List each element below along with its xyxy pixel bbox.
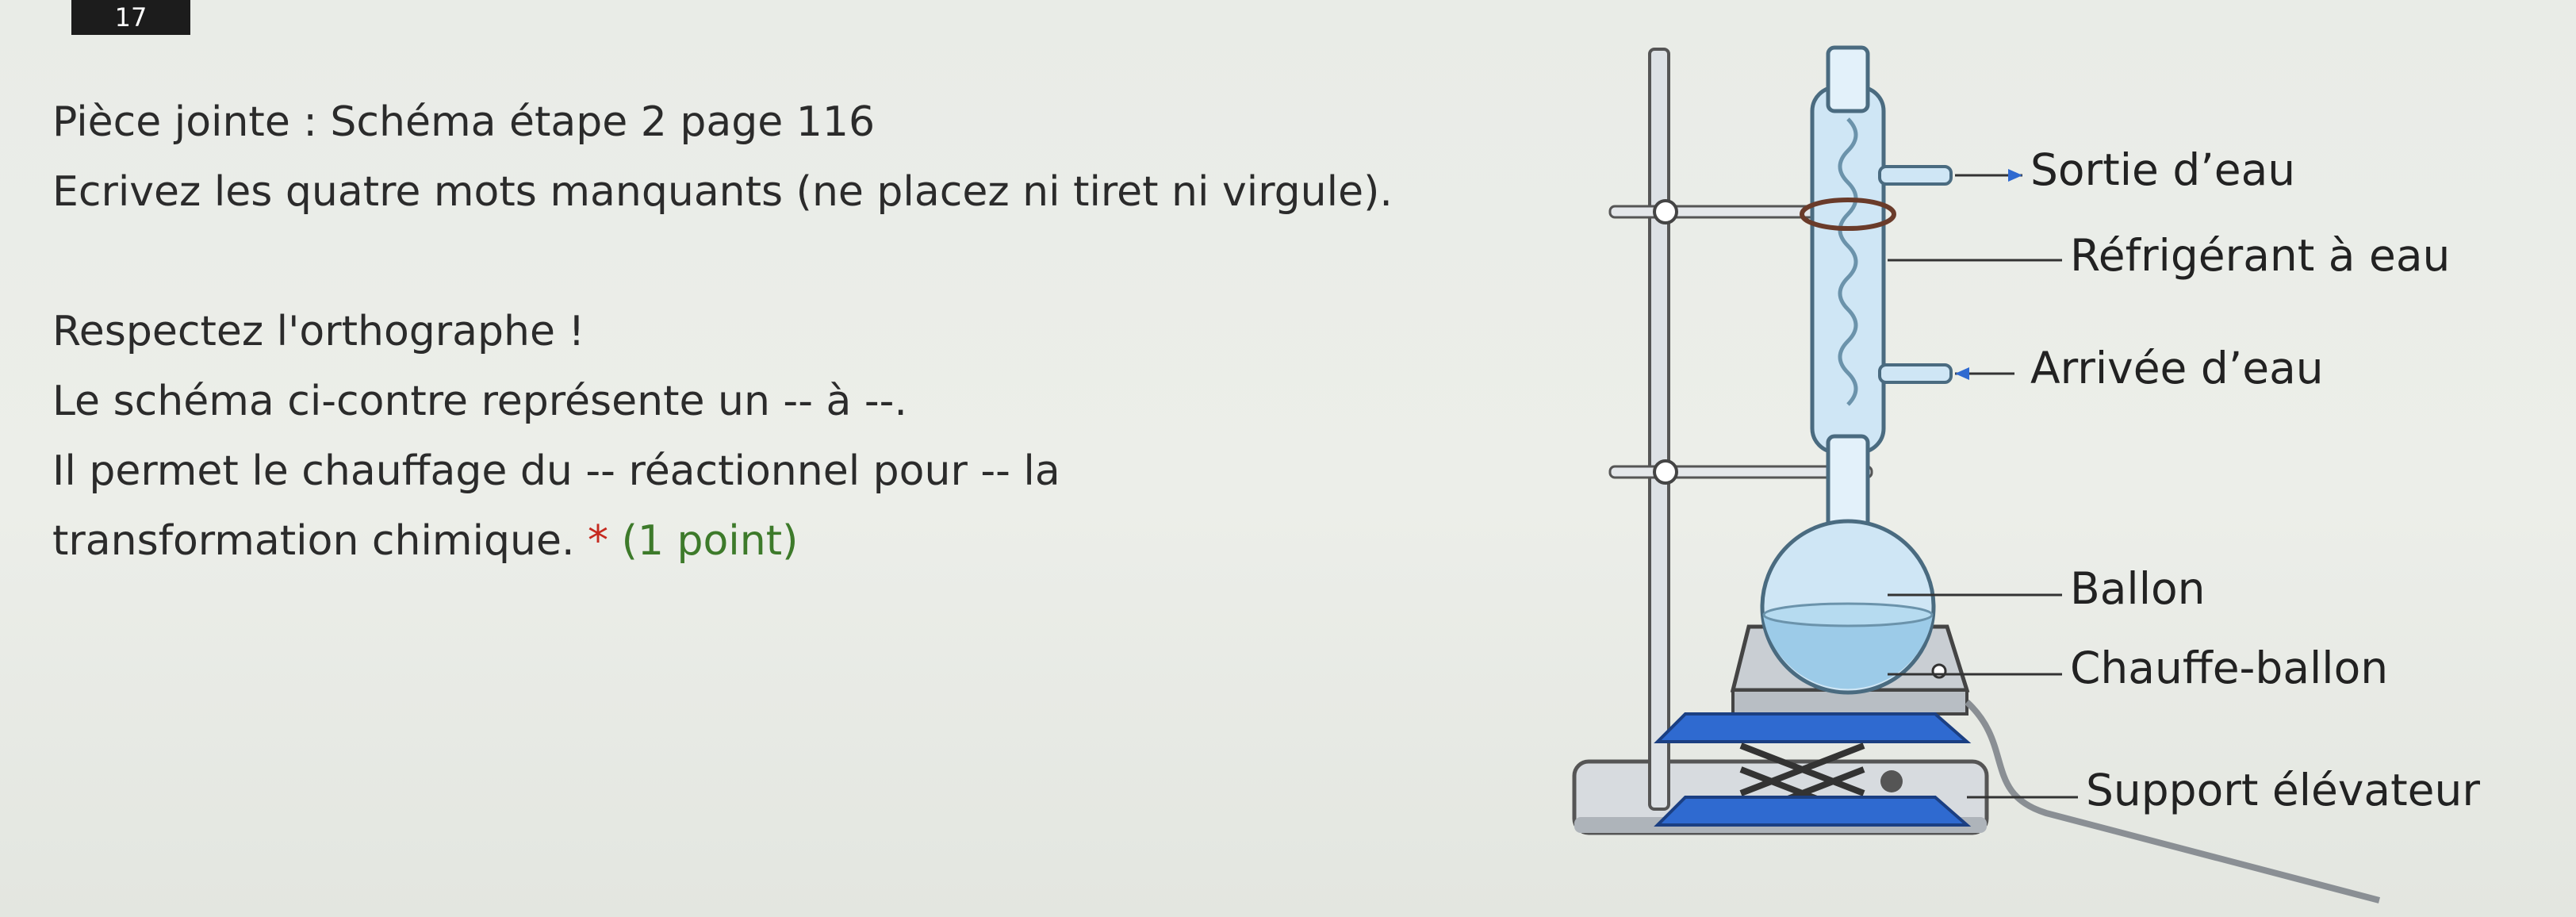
warning-text: Respectez l'orthographe ! [52,308,585,355]
arrow-water-out [2008,169,2022,182]
arrow-water-in [1955,367,1969,380]
label-water-out: Sortie d’eau [2030,144,2296,195]
top-clamp-knob [1653,199,1678,224]
sentence-two-block: Il permet le chauffage du -- réactionnel… [52,436,1321,576]
lab-jack-top-plate [1654,712,1972,743]
lab-jack-screw [1880,770,1903,792]
lab-jack-scissor [1739,742,1865,820]
condenser-jacket [1810,85,1886,455]
required-marker: * [588,517,609,565]
condenser-clamp-ring [1800,198,1896,231]
label-condenser: Réfrigérant à eau [2070,230,2451,281]
apparatus-illustration [1572,45,2381,904]
power-cord [1965,700,2381,904]
sentence-one: Le schéma ci-contre représente un -- à -… [52,378,907,425]
question-number-badge: 17 [71,0,190,35]
bottom-clamp-knob [1653,459,1678,485]
heater-knob [1931,663,1947,679]
condenser-top-tube [1826,45,1870,113]
liquid-surface [1762,602,1934,627]
label-lab-jack: Support élévateur [2086,765,2480,815]
points-label: (1 point) [621,517,799,565]
reflux-apparatus-diagram: Sortie d’eau Réfrigérant à eau Arrivée d… [1570,32,2570,912]
label-flask: Ballon [2070,563,2206,614]
top-clamp-arm [1608,205,1818,219]
stand-rod [1648,48,1670,811]
instruction-text: Ecrivez les quatre mots manquants (ne pl… [52,168,1393,216]
question-block: Pièce jointe : Schéma étape 2 page 116 E… [52,87,1559,576]
flask-liquid [1763,615,1933,689]
condenser-coil [1838,117,1858,406]
water-in-tube [1878,363,1953,384]
label-heater: Chauffe-ballon [2070,643,2389,693]
water-out-tube [1878,165,1953,186]
attachment-text: Pièce jointe : Schéma étape 2 page 116 [52,98,876,146]
label-water-in: Arrivée d’eau [2030,343,2324,393]
sentence-two: Il permet le chauffage du -- réactionnel… [52,447,1060,565]
lab-jack-bottom-plate [1654,796,1972,827]
